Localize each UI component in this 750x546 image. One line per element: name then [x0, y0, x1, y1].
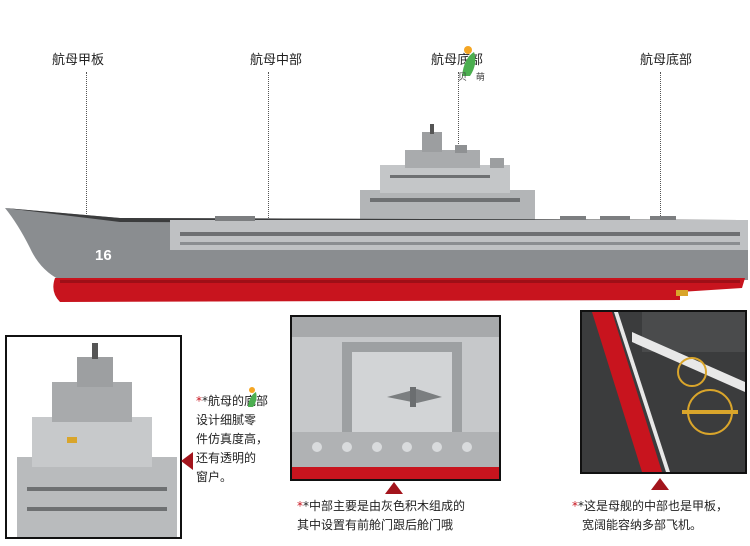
caption-right-line-2: 宽阔能容纳多部飞机。	[582, 518, 703, 532]
caption-left-line-3: 件仿真度高，	[196, 432, 269, 446]
watermark-logo: 贝 萌	[452, 42, 492, 83]
detail-panel-island	[5, 335, 182, 539]
watermark-text: 贝 萌	[458, 73, 488, 83]
caption-left-line-4: 还有透明的	[196, 451, 257, 465]
caption-middle-line-1: *中部主要是由灰色积木组成的	[303, 499, 466, 513]
caption-right: **这是母舰的中部也是甲板， 宽阔能容纳多部飞机。	[572, 497, 728, 535]
label-carrier-middle: 航母中部	[250, 53, 303, 68]
caption-middle: **中部主要是由灰色积木组成的 其中设置有前舱门跟后舱门哦	[297, 497, 465, 535]
carrier-illustration: 16	[0, 120, 750, 310]
watermark-logo-small	[242, 385, 266, 409]
pointer-line-middle	[268, 72, 269, 244]
arrow-up-indicator-middle	[385, 482, 403, 494]
caption-right-line-1: *这是母舰的中部也是甲板，	[578, 499, 729, 513]
pointer-line-deck	[86, 72, 87, 222]
hull-number: 16	[95, 247, 112, 264]
pointer-line-bottom	[660, 72, 661, 228]
detail-panel-hangar	[290, 315, 501, 481]
arrow-left-indicator	[181, 452, 193, 470]
label-carrier-deck: 航母甲板	[52, 53, 105, 68]
caption-middle-line-2: 其中设置有前舱门跟后舱门哦	[297, 518, 454, 532]
caption-left-line-5: 窗户。	[196, 470, 233, 484]
caption-left-line-2: 设计细腻零	[196, 413, 257, 427]
label-carrier-bottom: 航母底部	[640, 53, 693, 68]
detail-panel-deck	[580, 310, 747, 474]
arrow-up-indicator-right	[651, 478, 669, 490]
